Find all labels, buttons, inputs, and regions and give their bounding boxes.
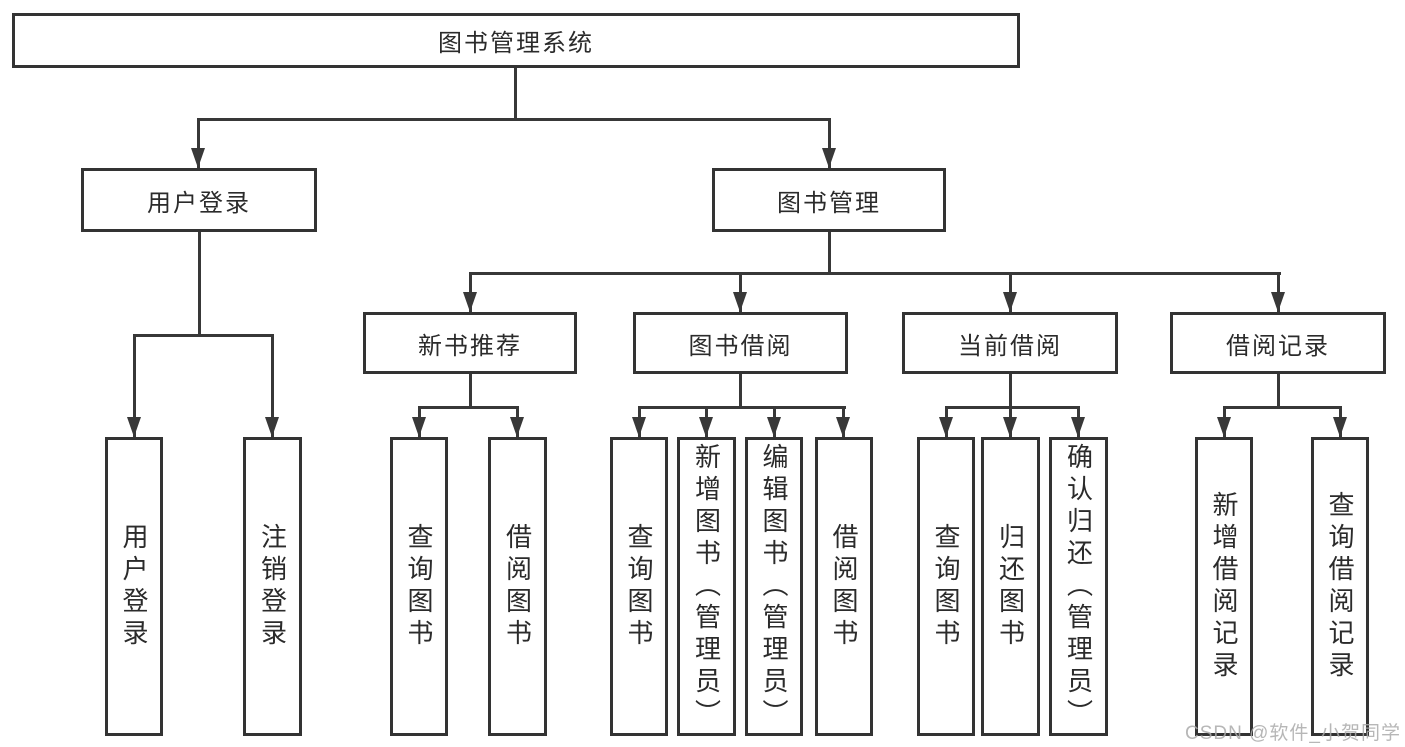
node-book-management-label: 图书管理 [777, 189, 881, 217]
node-borrow-records: 借阅记录 [1170, 312, 1386, 374]
arrowhead-confirm-return-admin [1071, 417, 1085, 437]
leaf-query-books-current: 查询图书 [917, 437, 975, 736]
arrowhead-query-books-current [939, 417, 953, 437]
connector-level3-bar [469, 272, 1281, 275]
connector-root-trunk [514, 68, 517, 118]
leaf-borrow-book-recommend: 借阅图书 [488, 437, 547, 736]
arrowhead-return-book [1003, 417, 1017, 437]
connector-records-stub [1277, 374, 1280, 406]
leaf-add-borrow-record-label: 新增借阅记录 [1209, 490, 1239, 683]
node-user-login: 用户登录 [81, 168, 317, 232]
arrowhead-book-management [822, 148, 836, 168]
leaf-add-borrow-record: 新增借阅记录 [1195, 437, 1253, 736]
node-new-book-recommend: 新书推荐 [363, 312, 577, 374]
leaf-query-borrow-record-label: 查询借阅记录 [1325, 490, 1355, 683]
connector-drop-leaf-user-login [133, 334, 136, 437]
leaf-logout: 注销登录 [243, 437, 302, 736]
arrowhead-leaf-logout [265, 417, 279, 437]
leaf-return-book-label: 归还图书 [995, 522, 1026, 651]
connector-recommend-stub [469, 374, 472, 406]
connector-drop-leaf-logout [271, 334, 274, 437]
arrowhead-query-books-borrowing [632, 417, 646, 437]
connector-borrowing-bar [638, 406, 846, 409]
node-new-book-recommend-label: 新书推荐 [418, 332, 522, 360]
arrowhead-user-login [191, 148, 205, 168]
arrowhead-book-borrowing [733, 292, 747, 312]
connector-user-login-stub [198, 232, 201, 334]
leaf-query-books-recommend-label: 查询图书 [404, 522, 434, 651]
arrowhead-borrow-records [1271, 292, 1285, 312]
arrowhead-borrow-book [836, 417, 850, 437]
node-library-system: 图书管理系统 [12, 13, 1020, 68]
leaf-query-books-borrowing-label: 查询图书 [624, 522, 654, 651]
leaf-add-book-admin-label: 新增图书（管理员） [691, 442, 722, 731]
arrowhead-query-borrow-record [1333, 417, 1347, 437]
leaf-query-books-recommend: 查询图书 [390, 437, 448, 736]
node-borrow-records-label: 借阅记录 [1226, 332, 1330, 360]
node-book-management: 图书管理 [712, 168, 946, 232]
arrowhead-query-books-recommend [412, 417, 426, 437]
leaf-return-book: 归还图书 [981, 437, 1040, 736]
leaf-user-login-label: 用户登录 [119, 522, 149, 651]
connector-book-management-stub [828, 232, 831, 272]
leaf-query-books-current-label: 查询图书 [931, 522, 961, 651]
node-book-borrowing-label: 图书借阅 [688, 332, 793, 360]
leaf-logout-label: 注销登录 [257, 522, 288, 651]
connector-current-bar [945, 406, 1080, 409]
leaf-add-book-admin: 新增图书（管理员） [677, 437, 736, 736]
arrowhead-current-borrowing [1003, 292, 1017, 312]
node-current-borrowing-label: 当前借阅 [958, 332, 1062, 360]
leaf-query-books-borrowing: 查询图书 [610, 437, 668, 736]
csdn-watermark: CSDN @软件_小贺同学 [1185, 723, 1401, 744]
arrowhead-leaf-user-login [127, 417, 141, 437]
connector-user-login-bar [133, 334, 274, 337]
connector-drop-book-management [828, 118, 831, 168]
leaf-edit-book-admin: 编辑图书（管理员） [745, 437, 803, 736]
leaf-borrow-book-recommend-label: 借阅图书 [502, 522, 533, 651]
arrowhead-borrow-book-recommend [510, 417, 524, 437]
leaf-confirm-return-admin: 确认归还（管理员） [1049, 437, 1108, 736]
node-current-borrowing: 当前借阅 [902, 312, 1118, 374]
connector-recommend-bar [418, 406, 519, 409]
connector-records-bar [1223, 406, 1342, 409]
leaf-borrow-book-label: 借阅图书 [829, 522, 859, 651]
arrowhead-edit-book-admin [767, 417, 781, 437]
node-book-borrowing: 图书借阅 [633, 312, 848, 374]
leaf-user-login: 用户登录 [105, 437, 163, 736]
arrowhead-add-book-admin [699, 417, 713, 437]
leaf-edit-book-admin-label: 编辑图书（管理员） [759, 442, 789, 731]
connector-drop-user-login [197, 118, 200, 168]
leaf-query-borrow-record: 查询借阅记录 [1311, 437, 1369, 736]
node-user-login-label: 用户登录 [147, 189, 251, 217]
arrowhead-new-book-recommend [463, 292, 477, 312]
leaf-borrow-book: 借阅图书 [815, 437, 873, 736]
leaf-confirm-return-admin-label: 确认归还（管理员） [1063, 442, 1094, 731]
node-library-system-label: 图书管理系统 [438, 30, 594, 57]
connector-borrowing-stub [739, 374, 742, 406]
connector-current-stub [1009, 374, 1012, 406]
arrowhead-add-borrow-record [1217, 417, 1231, 437]
connector-level2-bar [197, 118, 831, 121]
